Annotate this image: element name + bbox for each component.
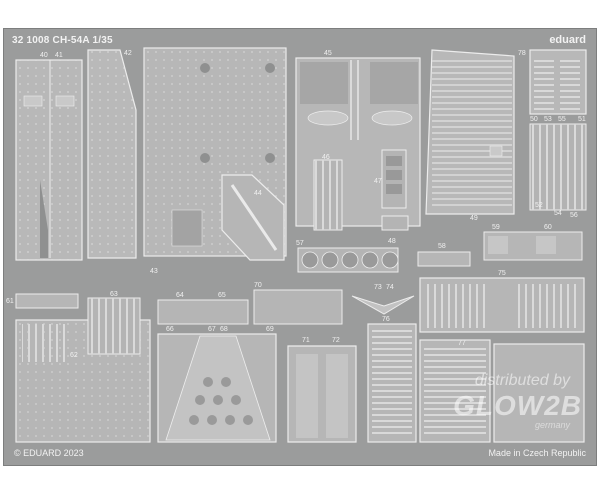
label-part-45: 45	[324, 50, 332, 57]
label-part-57: 57	[296, 240, 304, 247]
part-50-56	[529, 123, 587, 211]
part-61	[15, 293, 79, 309]
part-66-69	[157, 333, 277, 443]
label-part-40: 40	[40, 52, 48, 59]
part-76	[367, 323, 417, 443]
label-part-56: 56	[570, 212, 578, 219]
label-part-75: 75	[498, 270, 506, 277]
label-part-65: 65	[218, 292, 226, 299]
part-57	[297, 247, 399, 273]
fret-title: 32 1008 CH-54A 1/35	[12, 35, 113, 46]
label-part-43: 43	[150, 268, 158, 275]
part-58	[417, 251, 471, 267]
part-75	[419, 277, 585, 333]
part-48	[381, 215, 409, 231]
label-part-69: 69	[266, 326, 274, 333]
part-63	[87, 297, 141, 355]
label-part-59: 59	[492, 224, 500, 231]
label-part-54: 54	[554, 210, 562, 217]
label-part-77: 77	[458, 340, 466, 347]
label-part-47: 47	[374, 178, 382, 185]
brand-logo: eduard	[549, 34, 586, 46]
part-71-72	[287, 345, 357, 443]
part-77	[419, 339, 491, 443]
part-59-60	[483, 231, 583, 261]
label-part-78: 78	[518, 50, 526, 57]
origin-text: Made in Czech Republic	[488, 448, 586, 458]
part-44	[221, 174, 285, 261]
part-64-65	[157, 299, 249, 325]
label-part-76: 76	[382, 316, 390, 323]
label-part-64: 64	[176, 292, 184, 299]
part-78	[529, 49, 587, 115]
label-part-41: 41	[55, 52, 63, 59]
label-part-60: 60	[544, 224, 552, 231]
watermark-distributed-by: distributed by	[474, 372, 570, 389]
label-part-67: 67	[208, 326, 216, 333]
label-part-63: 63	[110, 291, 118, 298]
part-46	[313, 159, 343, 231]
label-part-55: 55	[558, 116, 566, 123]
label-part-46: 46	[322, 154, 330, 161]
label-part-44: 44	[254, 190, 262, 197]
label-part-42: 42	[124, 50, 132, 57]
part-42	[87, 49, 137, 259]
part-40-41	[15, 59, 83, 261]
label-part-48: 48	[388, 238, 396, 245]
watermark-logo: GLOW2B	[453, 390, 582, 421]
copyright-text: © EDUARD 2023	[14, 448, 84, 458]
part-73-74	[351, 295, 415, 315]
watermark-country: germany	[534, 420, 570, 430]
part-right-bottom	[493, 343, 585, 443]
part-49	[425, 49, 515, 215]
label-part-72: 72	[332, 337, 340, 344]
label-part-71: 71	[302, 337, 310, 344]
part-47	[381, 149, 407, 209]
label-part-61: 61	[6, 298, 14, 305]
label-part-68: 68	[220, 326, 228, 333]
label-part-66: 66	[166, 326, 174, 333]
label-part-58: 58	[438, 243, 446, 250]
label-part-52: 52	[535, 202, 543, 209]
label-part-73: 73	[374, 284, 382, 291]
label-part-49: 49	[470, 215, 478, 222]
label-part-50: 50	[530, 116, 538, 123]
label-part-74: 74	[386, 284, 394, 291]
part-70	[253, 289, 343, 325]
label-part-51: 51	[578, 116, 586, 123]
label-part-62: 62	[70, 352, 78, 359]
label-part-70: 70	[254, 282, 262, 289]
label-part-53: 53	[544, 116, 552, 123]
